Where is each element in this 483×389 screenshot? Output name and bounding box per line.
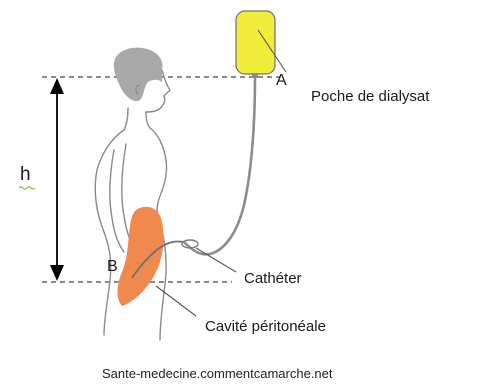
catheter-tube [184, 78, 255, 254]
point-a-label: A [276, 72, 287, 90]
point-b-label: B [107, 258, 118, 276]
catheter-label: Cathéter [244, 270, 302, 287]
bag-nozzle [252, 73, 258, 78]
peritoneal-cavity-label: Cavité péritonéale [205, 318, 326, 335]
h-underline [19, 187, 35, 189]
source-caption: Sante-medecine.commentcamarche.net [102, 366, 333, 381]
dialysate-bag-shape [236, 11, 275, 74]
dialysate-bag-label: Poche de dialysat [311, 88, 429, 105]
height-label: h [20, 164, 31, 186]
head-hair [114, 48, 163, 101]
height-arrow [50, 78, 64, 281]
